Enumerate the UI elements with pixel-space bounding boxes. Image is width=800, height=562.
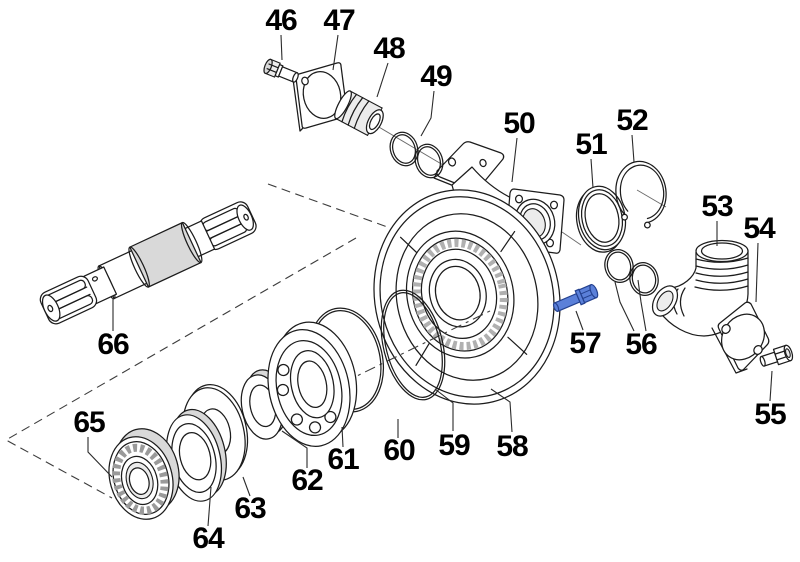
shaft-alignment-dash-line (4, 237, 357, 499)
part-label-61: 61 (327, 443, 359, 476)
part-label-59: 59 (438, 429, 470, 462)
o-rings-56 (604, 249, 659, 296)
large-ring-59 (380, 289, 446, 401)
part-label-49: 49 (420, 60, 452, 93)
bearing-cup-64 (165, 408, 227, 502)
elbow-fitting-53 (651, 239, 749, 337)
threaded-plug-48 (334, 90, 384, 137)
bearing-cover-58 (373, 189, 561, 405)
part-label-53: 53 (701, 190, 733, 223)
part-label-66: 66 (97, 328, 129, 361)
elbow-flange-54 (711, 301, 770, 374)
hex-bolt-46 (263, 58, 299, 83)
part-label-54: 54 (743, 212, 775, 245)
part-label-51: 51 (575, 128, 607, 161)
seal-subaxis-line-b (636, 189, 667, 208)
part-label-65: 65 (73, 406, 105, 439)
part-label-58: 58 (496, 430, 528, 463)
part-label-64: 64 (192, 522, 224, 555)
shaft-seal-51 (575, 185, 627, 253)
part-label-52: 52 (616, 104, 648, 137)
seal-subaxis-line-a (561, 231, 582, 246)
part-label-56: 56 (625, 328, 657, 361)
snap-ring-52 (615, 160, 667, 229)
part-label-50: 50 (503, 107, 535, 140)
shaft-tip-axis-dash-line (267, 183, 394, 230)
part-label-60: 60 (383, 434, 415, 467)
socket-screw-55 (759, 344, 794, 367)
part-label-62: 62 (291, 464, 323, 497)
tapered-roller-bearing-65 (108, 428, 180, 520)
part-label-48: 48 (373, 32, 405, 65)
part-label-47: 47 (323, 4, 355, 37)
part-label-55: 55 (754, 398, 786, 431)
o-rings-49 (389, 131, 444, 179)
part-label-46: 46 (265, 4, 297, 37)
part-label-57: 57 (569, 327, 601, 360)
splined-shaft-66 (39, 201, 257, 325)
ball-bearing-61 (267, 321, 358, 447)
part-label-63: 63 (234, 492, 266, 525)
highlighted-screw-57 (552, 283, 599, 313)
